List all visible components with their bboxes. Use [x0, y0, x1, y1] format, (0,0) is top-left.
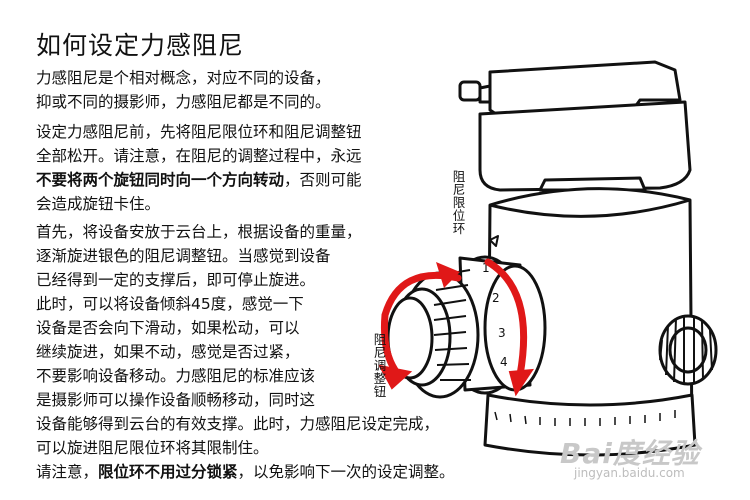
- watermark-url: jingyan.baidu.com: [574, 466, 685, 480]
- text-line: 可以旋进阻尼限位环将其限制住。: [36, 439, 269, 457]
- text-line: 力感阻尼是个相对概念，对应不同的设备，: [36, 69, 331, 87]
- plate-knob: [458, 80, 482, 102]
- text-line: 全部松开。请注意，在阻尼的调整过程中，永远: [36, 147, 362, 165]
- adjust-knob-label: 阻尼调整钮: [373, 332, 387, 399]
- text-fragment: ，以免影响下一次的设定调整。: [237, 463, 455, 481]
- text-line: 首先，将设备安放于云台上，根据设备的重量，: [36, 223, 362, 241]
- ring-number: 1: [482, 261, 490, 275]
- watermark: Bai度经验 jingyan.baidu.com: [560, 432, 700, 480]
- ring-number: 4: [500, 355, 508, 369]
- rotation-arrow-left: [381, 271, 462, 374]
- text-line: 此时，可以将设备倾斜45度，感觉一下: [36, 295, 304, 313]
- text-line: 不要影响设备移动。力感阻尼的标准应该: [36, 367, 316, 385]
- text-fragment: ，否则可能: [284, 171, 362, 189]
- text-line: 请注意，限位环不用过分锁紧，以免影响下一次的设定调整。: [36, 460, 456, 484]
- text-line: 继续旋进，如果不动，感觉是否过紧，: [36, 343, 300, 361]
- text-line: 设备是否会向下滑动，如果松动，可以: [36, 319, 300, 337]
- bold-note: 限位环不用过分锁紧: [98, 463, 238, 481]
- text-line: 是摄影师可以操作设备顺畅移动，同时这: [36, 391, 316, 409]
- intro-paragraph: 力感阻尼是个相对概念，对应不同的设备， 抑或不同的摄影师，力感阻尼都是不同的。: [36, 66, 331, 114]
- page-title: 如何设定力感阻尼: [36, 31, 245, 60]
- text-line: 会造成旋钮卡住。: [36, 195, 161, 213]
- text-line: 抑或不同的摄影师，力感阻尼都是不同的。: [36, 93, 331, 111]
- text-line: 已经得到一定的支撑后，即可停止旋进。: [36, 271, 316, 289]
- ring-number: 3: [498, 326, 506, 340]
- text-line: 设备能够得到云台的有效支撑。此时，力感阻尼设定完成，: [36, 415, 440, 433]
- steps-paragraph: 首先，将设备安放于云台上，根据设备的重量， 逐渐旋进银色的阻尼调整钮。当感觉到设…: [36, 220, 456, 484]
- text-fragment: 请注意，: [36, 463, 99, 481]
- clamp-body: [478, 100, 692, 192]
- ring-number: 2: [492, 291, 500, 305]
- warning-paragraph: 设定力感阻尼前，先将阻尼限位环和阻尼调整钮 全部松开。请注意，在阻尼的调整过程中…: [36, 120, 362, 216]
- text-line: 设定力感阻尼前，先将阻尼限位环和阻尼调整钮: [36, 123, 362, 141]
- limit-ring-label: 阻尼限位环: [452, 169, 466, 236]
- text-line: 逐渐旋进银色的阻尼调整钮。当感觉到设备: [36, 247, 331, 265]
- rotation-arrow-right: [484, 258, 528, 379]
- bold-warning: 不要将两个旋钮同时向一个方向转动: [36, 171, 285, 189]
- ball-head-illustration: 1 2 3 4: [378, 60, 718, 457]
- watermark-brand: Bai度经验: [560, 437, 700, 470]
- text-line: 不要将两个旋钮同时向一个方向转动，否则可能: [36, 168, 362, 192]
